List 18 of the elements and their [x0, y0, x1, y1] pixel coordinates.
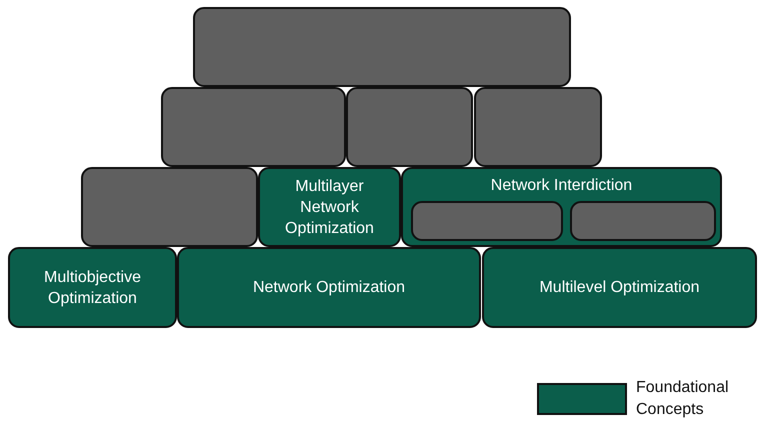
block-label: Multiobjective Optimization: [43, 268, 142, 308]
blank-block: [81, 167, 258, 247]
blank-block: [193, 7, 571, 87]
blank-block: [474, 87, 602, 167]
blank-block: [346, 87, 473, 167]
group-title: Network Interdiction: [490, 176, 634, 196]
legend-label: Foundational Concepts: [636, 378, 730, 420]
block-label: Network Optimization: [252, 278, 406, 298]
concept-block: [177, 247, 481, 328]
blank-block: [411, 201, 563, 241]
group-block: [401, 167, 722, 247]
concept-block: [482, 247, 757, 328]
block-label: Multilevel Optimization: [538, 278, 701, 298]
blank-block: [570, 201, 716, 241]
block-label: Multilayer Network Optimization: [284, 176, 375, 238]
concept-block: [8, 247, 177, 328]
blank-block: [161, 87, 346, 167]
concept-block: [258, 167, 401, 247]
